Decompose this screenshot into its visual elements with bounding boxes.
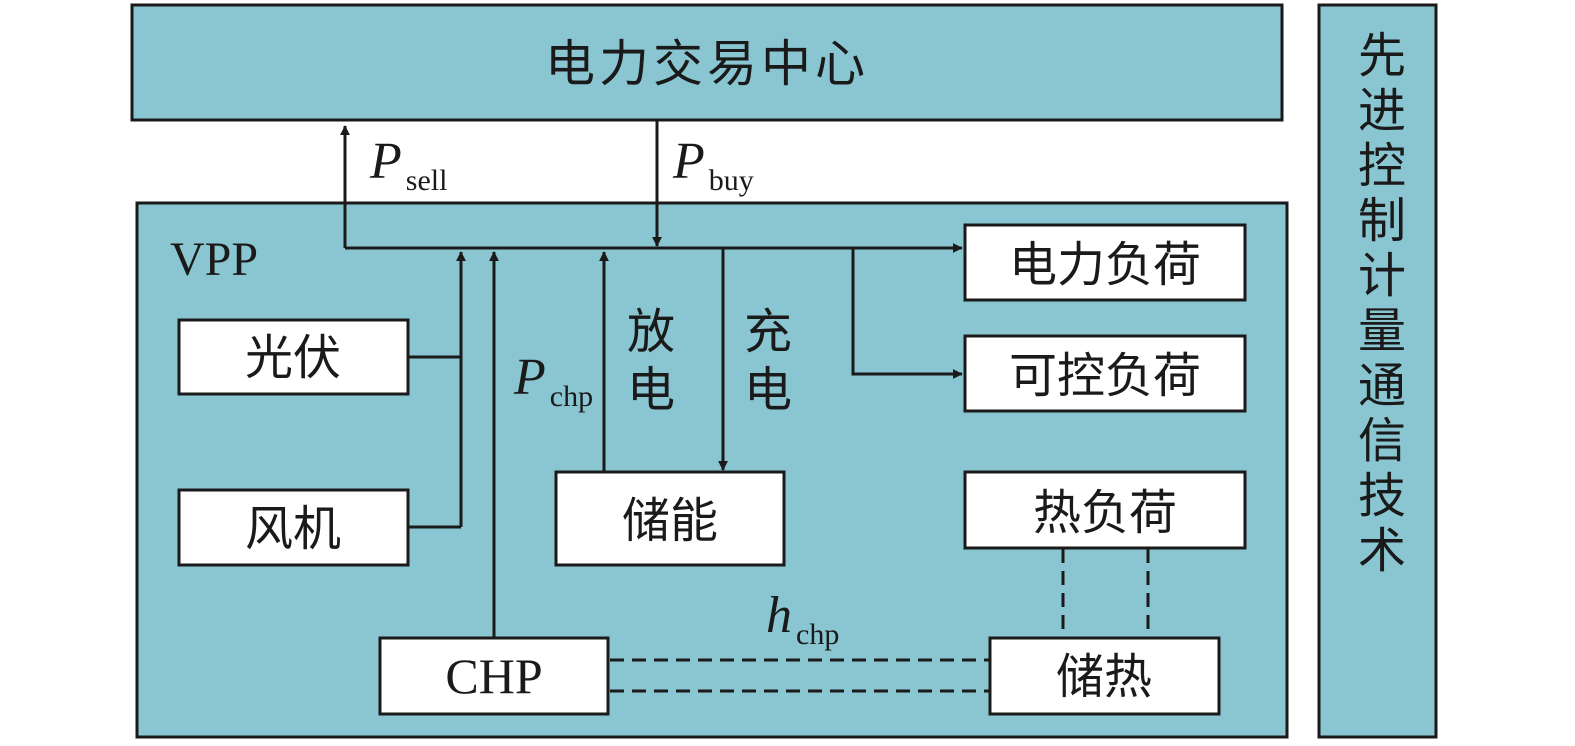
vpp-label: VPP [170,233,258,286]
storage-box: 储能 [554,470,786,567]
heat-load-box: 热负荷 [963,470,1247,550]
wind-label: 风机 [245,501,341,557]
controllable-load-box: 可控负荷 [963,334,1247,413]
storage-label: 储能 [622,493,718,549]
chp-box: CHP [378,636,610,716]
wind-box: 风机 [177,488,410,567]
controllable-load-label: 可控负荷 [1009,348,1201,404]
trading-center-box: 电力交易中心 [130,3,1284,122]
chp-label: CHP [445,648,542,704]
side-panel: 先进控制计量通信技术 [1317,3,1438,739]
power-load-label: 电力负荷 [1009,237,1201,293]
heat-storage-box: 储热 [988,636,1221,716]
pv-label: 光伏 [245,330,341,386]
pv-box: 光伏 [177,318,410,396]
charge-label: 充电 [735,306,791,422]
power-load-box: 电力负荷 [963,223,1247,302]
heat-load-label: 热负荷 [1033,485,1177,541]
side-panel-label: 先进控制计量通信技术 [1349,30,1405,580]
connections [340,120,1150,693]
controllable-load-wire [851,248,963,379]
heat-storage-label: 储热 [1056,649,1152,705]
trading-center-label: 电力交易中心 [545,35,869,93]
discharge-label: 放电 [618,306,674,422]
